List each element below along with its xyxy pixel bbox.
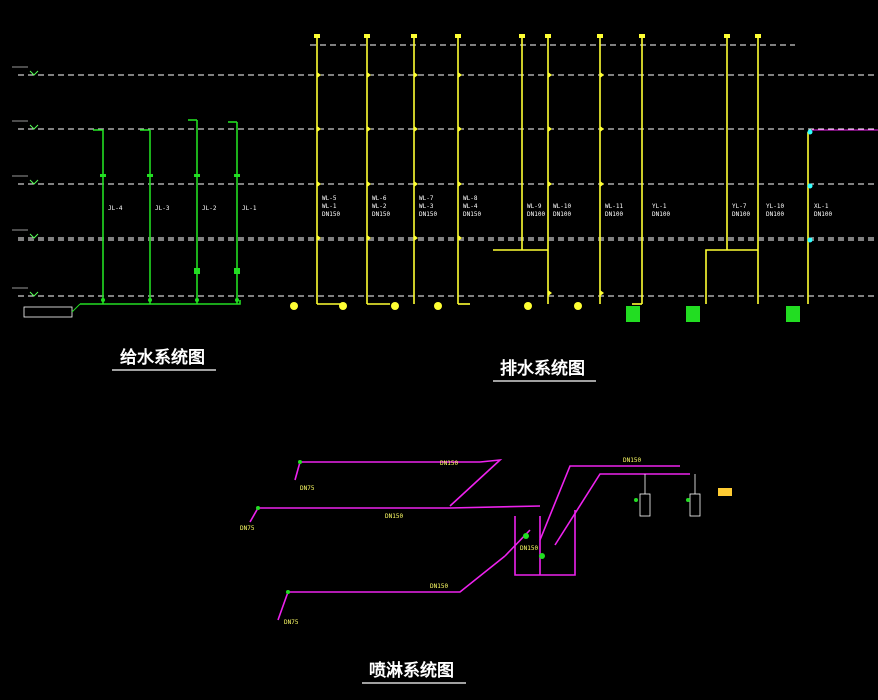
sprinkler-size-7: DN75 bbox=[300, 485, 315, 492]
floor-level-lines bbox=[18, 44, 878, 297]
sprinkler-system bbox=[249, 458, 690, 621]
sprinkler-size-8: DN75 bbox=[284, 619, 299, 626]
drain-label-6c: DN100 bbox=[553, 211, 571, 218]
sprinkler-size-1: DN150 bbox=[440, 460, 458, 467]
drain-label-1b: WL-1 bbox=[322, 203, 337, 210]
cyan-markers bbox=[807, 129, 813, 243]
drain-label-2b: WL-2 bbox=[372, 203, 387, 210]
drain-label-10c: DN100 bbox=[766, 211, 784, 218]
drain-label-11c: DN100 bbox=[814, 211, 832, 218]
drainage-outlets bbox=[290, 302, 582, 310]
sprinkler-pumps bbox=[639, 474, 701, 517]
drain-label-5a: WL-9 bbox=[527, 203, 542, 210]
supply-main-header bbox=[80, 300, 241, 305]
supply-riser-labels: JL-4 JL-3 JL-2 JL-1 bbox=[108, 205, 257, 212]
title-drainage: 排水系统图 bbox=[500, 358, 585, 379]
water-supply-system bbox=[80, 119, 241, 305]
title-water-supply: 给水系统图 bbox=[120, 347, 205, 368]
sprinkler-size-6: DN75 bbox=[240, 525, 255, 532]
drainage-vent-caps bbox=[314, 34, 761, 38]
sprinkler-cross-main bbox=[539, 465, 680, 541]
drainage-riser-labels: WL-5 WL-1 DN150 WL-6 WL-2 DN150 WL-7 WL-… bbox=[322, 195, 832, 218]
drain-label-3c: DN150 bbox=[419, 211, 437, 218]
drainage-system bbox=[316, 38, 809, 305]
drain-label-10a: YL-10 bbox=[766, 203, 784, 210]
drain-label-8c: DN100 bbox=[652, 211, 670, 218]
sprinkler-size-5: DN150 bbox=[623, 457, 641, 464]
drain-label-1c: DN150 bbox=[322, 211, 340, 218]
sprinkler-branch-bottom bbox=[277, 555, 506, 621]
sprinkler-riser-left bbox=[514, 510, 576, 576]
sprinkler-size-labels: DN150 DN150 DN150 DN150 DN150 DN75 DN75 … bbox=[240, 457, 641, 626]
drain-label-5c: DN100 bbox=[527, 211, 545, 218]
drain-label-7c: DN100 bbox=[605, 211, 623, 218]
drain-label-4b: WL-4 bbox=[463, 203, 478, 210]
supply-valves bbox=[100, 174, 240, 302]
drain-label-4c: DN150 bbox=[463, 211, 481, 218]
level-marks bbox=[29, 70, 39, 297]
riser-label-jl1: JL-1 bbox=[242, 205, 257, 212]
drain-label-2c: DN150 bbox=[372, 211, 390, 218]
level-mark-ticks bbox=[12, 66, 28, 289]
drain-label-11a: XL-1 bbox=[814, 203, 829, 210]
riser-label-jl4: JL-4 bbox=[108, 205, 123, 212]
drain-label-9c: DN100 bbox=[732, 211, 750, 218]
sprinkler-size-2: DN150 bbox=[385, 513, 403, 520]
sprinkler-cross-main-2 bbox=[554, 473, 690, 546]
sprinkler-main-top bbox=[449, 458, 503, 507]
drain-label-8a: YL-1 bbox=[652, 203, 667, 210]
drain-label-2a: WL-6 bbox=[372, 195, 387, 202]
drainage-fittings bbox=[317, 72, 604, 296]
riser-label-jl2: JL-2 bbox=[202, 205, 217, 212]
drain-label-1a: WL-5 bbox=[322, 195, 337, 202]
sprinkler-size-4: DN150 bbox=[520, 545, 538, 552]
drainage-pits bbox=[626, 306, 800, 322]
drain-label-7a: WL-11 bbox=[605, 203, 623, 210]
sprinkler-fittings bbox=[256, 460, 732, 594]
drain-label-9a: YL-7 bbox=[732, 203, 747, 210]
drain-label-3a: WL-7 bbox=[419, 195, 434, 202]
drain-label-6a: WL-10 bbox=[553, 203, 571, 210]
sprinkler-branch-mid bbox=[249, 505, 541, 523]
drain-label-3b: WL-3 bbox=[419, 203, 434, 210]
title-sprinkler: 喷淋系统图 bbox=[369, 660, 454, 681]
drain-label-4a: WL-8 bbox=[463, 195, 478, 202]
riser-label-jl3: JL-3 bbox=[155, 205, 170, 212]
sprinkler-size-3: DN150 bbox=[430, 583, 448, 590]
supply-connection-box bbox=[23, 303, 81, 318]
